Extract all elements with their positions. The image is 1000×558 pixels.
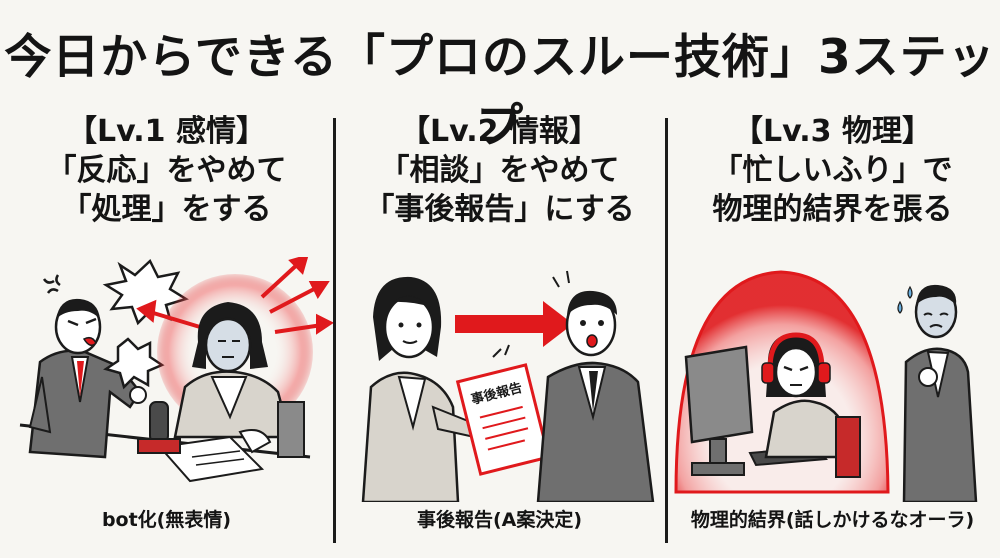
surprised-man-figure (536, 270, 655, 502)
headset-woman-figure (761, 332, 861, 478)
deflect-arrows (136, 257, 333, 335)
angry-boss-figure (28, 298, 147, 459)
headset-icon (767, 332, 825, 370)
report-paper: 事後報告 (455, 344, 551, 476)
page-title: 今日からできる「プロのスルー技術」3ステップ (4, 30, 996, 154)
panel-divider (665, 118, 668, 543)
panel-lv2: 【Lv.2 情報】 「相談」をやめて 「事後報告」にする (333, 112, 666, 552)
heading-line: 「反応」をやめて (46, 153, 287, 188)
woman-figure (361, 276, 490, 502)
heading-line: 「忙しいふり」で (712, 153, 953, 188)
stamp-and-document (137, 401, 272, 483)
heading-line: 「処理」をする (61, 192, 272, 227)
level-label: 【Lv.1 感情】 (67, 114, 266, 149)
level-label: 【Lv.2 情報】 (400, 114, 599, 149)
sweat-drop-icon (897, 300, 903, 314)
panel-caption: 物理的結界(話しかけるなオーラ) (690, 509, 975, 531)
panel-caption: 事後報告(A案決定) (416, 509, 583, 531)
level-label: 【Lv.3 物理】 (733, 114, 932, 149)
panel-lv1: 【Lv.1 感情】 「反応」をやめて 「処理」をする (0, 112, 333, 552)
heading-line: 「事後報告」にする (364, 192, 635, 227)
panel-heading: 【Lv.1 感情】 「反応」をやめて 「処理」をする (0, 112, 333, 229)
panel-heading: 【Lv.3 物理】 「忙しいふり」で 物理的結界を張る (666, 112, 999, 229)
calm-woman-figure (173, 302, 305, 458)
lv3-illustration (674, 270, 978, 502)
anger-mark (42, 274, 61, 294)
sweat-drop-icon (907, 285, 913, 299)
arrow-icon (455, 301, 573, 347)
panel-lv3: 【Lv.3 物理】 「忙しいふり」で 物理的結界を張る (666, 112, 999, 552)
speech-burst (103, 337, 165, 390)
lv2-illustration: 事後報告 (361, 270, 655, 502)
nervous-man-figure (897, 284, 978, 502)
panel-caption: bot化(無表情) (101, 509, 232, 531)
heading-line: 「相談」をやめて (379, 153, 620, 188)
panel-heading: 【Lv.2 情報】 「相談」をやめて 「事後報告」にする (333, 112, 666, 229)
heading-line: 物理的結界を張る (712, 192, 953, 227)
panel-divider (333, 118, 336, 543)
lv1-illustration (19, 257, 333, 483)
